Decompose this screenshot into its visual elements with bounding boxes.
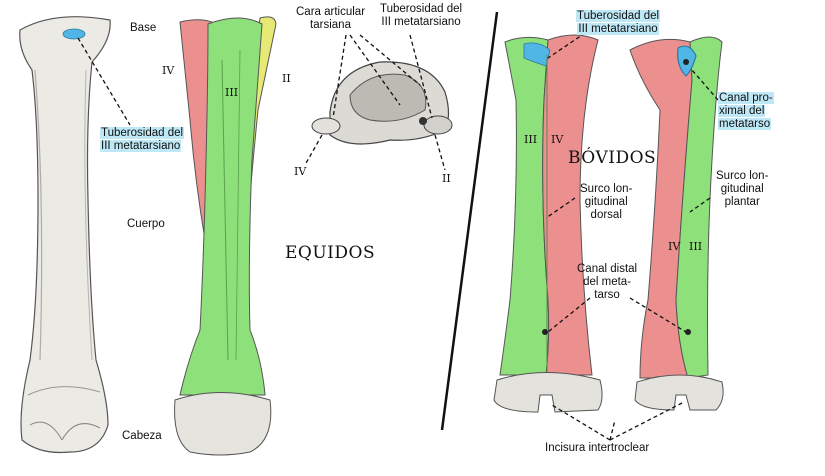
canal-proximal-line2: ximal del bbox=[718, 105, 766, 117]
label-tuberosidad-equidos: Tuberosidad del III metatarsiano bbox=[100, 127, 185, 153]
cara-line2: tarsiana bbox=[310, 19, 351, 31]
label-base: Base bbox=[130, 22, 157, 34]
bovidos-roman-iv-left: IV bbox=[551, 133, 564, 146]
leader-lines bbox=[77, 24, 719, 441]
label-surco-dorsal: Surco lon- gitudinal dorsal bbox=[580, 183, 632, 222]
label-cara-articular: Cara articular tarsiana bbox=[296, 6, 365, 32]
surco-dorsal-line2: gitudinal bbox=[584, 196, 628, 208]
equine-metatarsus-dorsal-view bbox=[19, 16, 111, 454]
canal-distal-line2: del meta- bbox=[583, 276, 632, 288]
canal-proximal-line3: metatarso bbox=[718, 118, 772, 130]
surco-dorsal-line3: dorsal bbox=[590, 209, 622, 221]
surco-dorsal-line1: Surco lon- bbox=[580, 183, 633, 195]
tuberosity-marker bbox=[62, 28, 86, 40]
bovine-metatarsus-plantar-view bbox=[629, 36, 724, 411]
proximal-roman-ii: II bbox=[442, 172, 451, 185]
equidos-roman-iii: III bbox=[225, 86, 239, 99]
cara-line1: Cara articular bbox=[296, 6, 366, 18]
tub-bovidos-line1: Tuberosidad del bbox=[576, 10, 661, 22]
section-divider bbox=[440, 11, 499, 431]
equidos-roman-iv: IV bbox=[162, 64, 175, 77]
equidos-roman-ii: II bbox=[282, 72, 291, 85]
bovine-metatarsus-dorsal-view bbox=[493, 34, 603, 413]
label-surco-plantar: Surco lon- gitudinal plantar bbox=[716, 170, 768, 209]
title-bovidos: BÓVIDOS bbox=[568, 148, 657, 168]
label-cuerpo: Cuerpo bbox=[127, 218, 165, 230]
label-tuberosidad-proximal: Tuberosidad del III metatarsiano bbox=[380, 3, 462, 29]
canal-distal-line3: tarso bbox=[594, 289, 620, 301]
canal-distal-line1: Canal distal bbox=[577, 263, 638, 275]
canal-proximal-line1: Canal pro- bbox=[718, 92, 774, 104]
bovidos-roman-iii-left: III bbox=[524, 133, 538, 146]
surco-plantar-line1: Surco lon- bbox=[716, 170, 769, 182]
proximal-roman-iv: IV bbox=[294, 165, 307, 178]
label-incisura: Incisura intertroclear bbox=[545, 442, 650, 454]
label-canal-proximal: Canal pro- ximal del metatarso bbox=[718, 92, 774, 131]
bovidos-roman-iii-right: III bbox=[689, 240, 703, 253]
equine-metatarsus-colored-view bbox=[174, 16, 277, 456]
tub-proximal-line1: Tuberosidad del bbox=[380, 3, 463, 15]
bovidos-roman-iv-right: IV bbox=[668, 240, 681, 253]
title-equidos: EQUIDOS bbox=[285, 243, 376, 263]
surco-plantar-line2: gitudinal bbox=[720, 183, 764, 195]
tuberosidad-equidos-line1: Tuberosidad del bbox=[100, 127, 185, 139]
tub-proximal-line2: III metatarsiano bbox=[381, 16, 461, 28]
label-tuberosidad-bovidos: Tuberosidad del III metatarsiano bbox=[576, 10, 661, 36]
surco-plantar-line3: plantar bbox=[724, 196, 760, 208]
proximal-articular-surface bbox=[311, 61, 453, 145]
tub-bovidos-line2: III metatarsiano bbox=[577, 23, 659, 35]
label-cabeza: Cabeza bbox=[122, 430, 162, 442]
label-canal-distal: Canal distal del meta- tarso bbox=[577, 263, 637, 302]
tuberosidad-equidos-line2: III metatarsiano bbox=[100, 140, 182, 152]
